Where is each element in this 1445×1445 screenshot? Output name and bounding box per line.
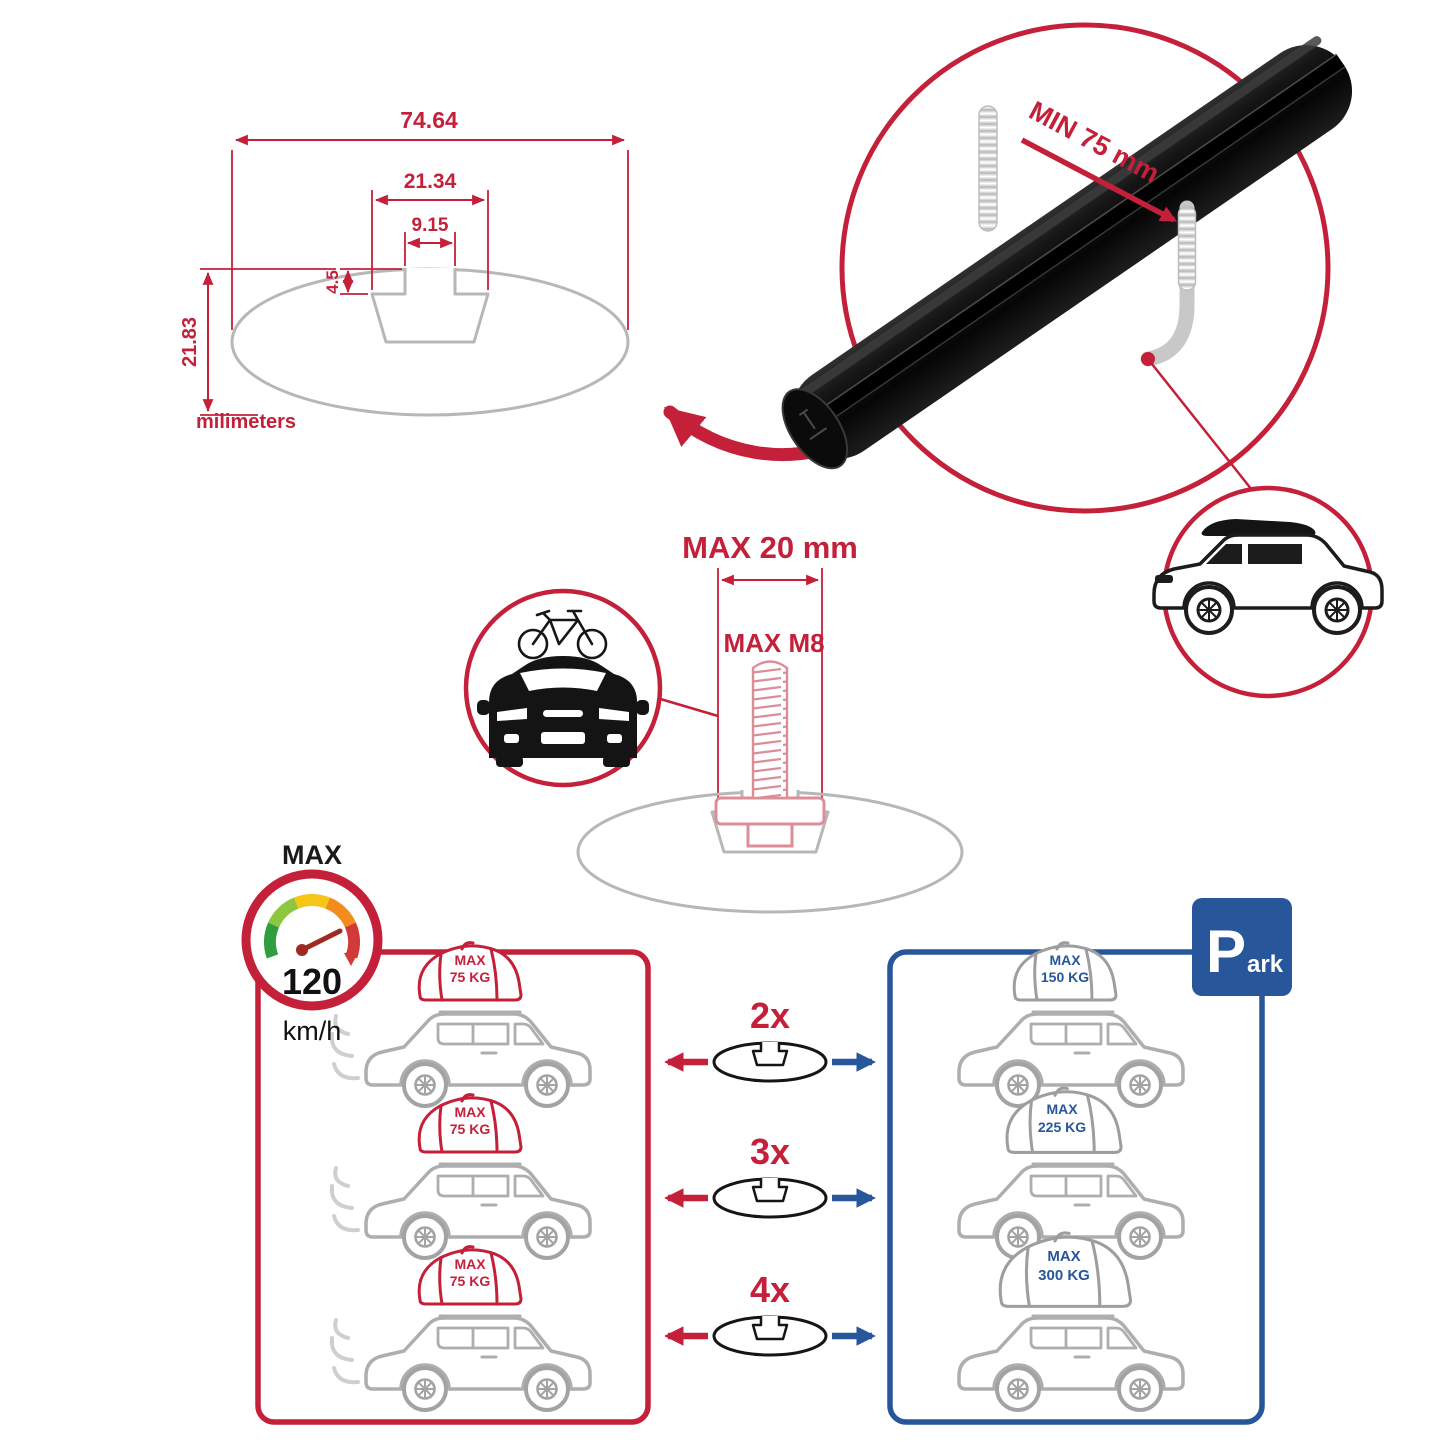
car-front-icon xyxy=(477,656,649,767)
gauge-arc xyxy=(263,894,361,966)
driving-car-row-2: MAX 75 KG xyxy=(329,1093,592,1260)
load-capacity-section: MAX 75 KG MAX 75 KG MAX 75 KG MAX 150 KG… xyxy=(255,898,1292,1425)
bag-max-label: MAX xyxy=(1046,1101,1078,1117)
min-span-arrow xyxy=(1020,137,1177,223)
bike-rack-callout xyxy=(463,588,719,788)
suv-with-roofbox-icon xyxy=(1152,519,1384,635)
clamp-thread-right xyxy=(1177,205,1197,291)
max-thread-label: MAX M8 xyxy=(723,628,824,658)
clamp-rod-right xyxy=(1140,200,1195,367)
dim-channel-width: 21.34 xyxy=(404,170,457,193)
parked-car-row-1: MAX 150 KG xyxy=(957,941,1185,1108)
parked-car-row-3: MAX 300 KG xyxy=(957,1231,1185,1412)
multiplier-label: 4x xyxy=(750,1269,790,1310)
bag-max-label: MAX xyxy=(454,952,486,968)
crossbar-profile-icon xyxy=(712,1176,828,1219)
crossbar-cross-section-drawing: 74.64 21.34 9.15 4.5 21.83 milimeters xyxy=(179,107,857,462)
crossbar-photo-callout: MIN 75 mm xyxy=(781,22,1353,514)
bolt-spec-diagram: MAX 20 mm MAX M8 xyxy=(576,530,964,914)
bag-weight-label: 300 KG xyxy=(1038,1267,1090,1284)
t-slot-profile xyxy=(370,268,490,344)
speed-max-label: MAX xyxy=(282,840,342,870)
driving-car-row-1: MAX 75 KG xyxy=(329,941,592,1108)
multiplier-label: 3x xyxy=(750,1131,790,1172)
speed-limit-gauge: MAX 120 km/h xyxy=(241,840,383,1046)
bag-max-label: MAX xyxy=(1047,1248,1080,1265)
motion-lines xyxy=(329,1318,360,1385)
crossbar-profile-icon xyxy=(712,1314,828,1357)
units-label: milimeters xyxy=(196,411,296,433)
speed-unit: km/h xyxy=(283,1016,342,1046)
rooftop-cargo-callout xyxy=(1152,485,1384,699)
multiplier-row-2: 3x xyxy=(664,1131,876,1219)
bag-weight-label: 75 KG xyxy=(450,969,491,985)
speed-value: 120 xyxy=(282,961,342,1002)
parked-car-row-2: MAX 225 KG xyxy=(957,1086,1185,1260)
roof-box xyxy=(1201,519,1316,536)
crossbar-profile-icon xyxy=(712,1040,828,1083)
motion-lines xyxy=(329,1166,360,1233)
bag-weight-label: 75 KG xyxy=(450,1121,491,1137)
callout-connector-line xyxy=(656,696,719,718)
park-sign-plate xyxy=(1192,898,1292,996)
multiplier-row-3: 4x xyxy=(664,1269,876,1357)
t-bolt xyxy=(714,660,826,848)
bicycle-icon xyxy=(517,609,608,660)
park-sign-text: ark xyxy=(1247,951,1284,978)
motion-lines xyxy=(329,1014,360,1081)
dim-overall-width: 74.64 xyxy=(400,107,458,133)
dim-overall-height: 21.83 xyxy=(179,317,201,367)
max-bolt-width-label: MAX 20 mm xyxy=(682,530,858,565)
bag-weight-label: 225 KG xyxy=(1038,1119,1086,1135)
bag-weight-label: 75 KG xyxy=(450,1273,491,1289)
park-sign-letter: P xyxy=(1206,918,1246,985)
clamp-rod-left xyxy=(978,105,998,232)
bag-max-label: MAX xyxy=(454,1256,486,1272)
callout-connector-line xyxy=(1147,358,1253,491)
crossbar-3d xyxy=(781,36,1353,470)
park-sign: P ark xyxy=(1192,898,1292,996)
multiplier-label: 2x xyxy=(750,995,790,1036)
bag-weight-label: 150 KG xyxy=(1041,969,1089,985)
driving-car-row-3: MAX 75 KG xyxy=(329,1245,592,1412)
multiplier-row-1: 2x xyxy=(664,995,876,1083)
gauge-needle xyxy=(299,928,343,953)
dim-slot-opening: 9.15 xyxy=(412,215,449,236)
bag-max-label: MAX xyxy=(454,1104,486,1120)
gauge-pivot xyxy=(296,944,308,956)
bag-max-label: MAX xyxy=(1049,952,1081,968)
dim-lip-depth: 4.5 xyxy=(323,270,342,294)
